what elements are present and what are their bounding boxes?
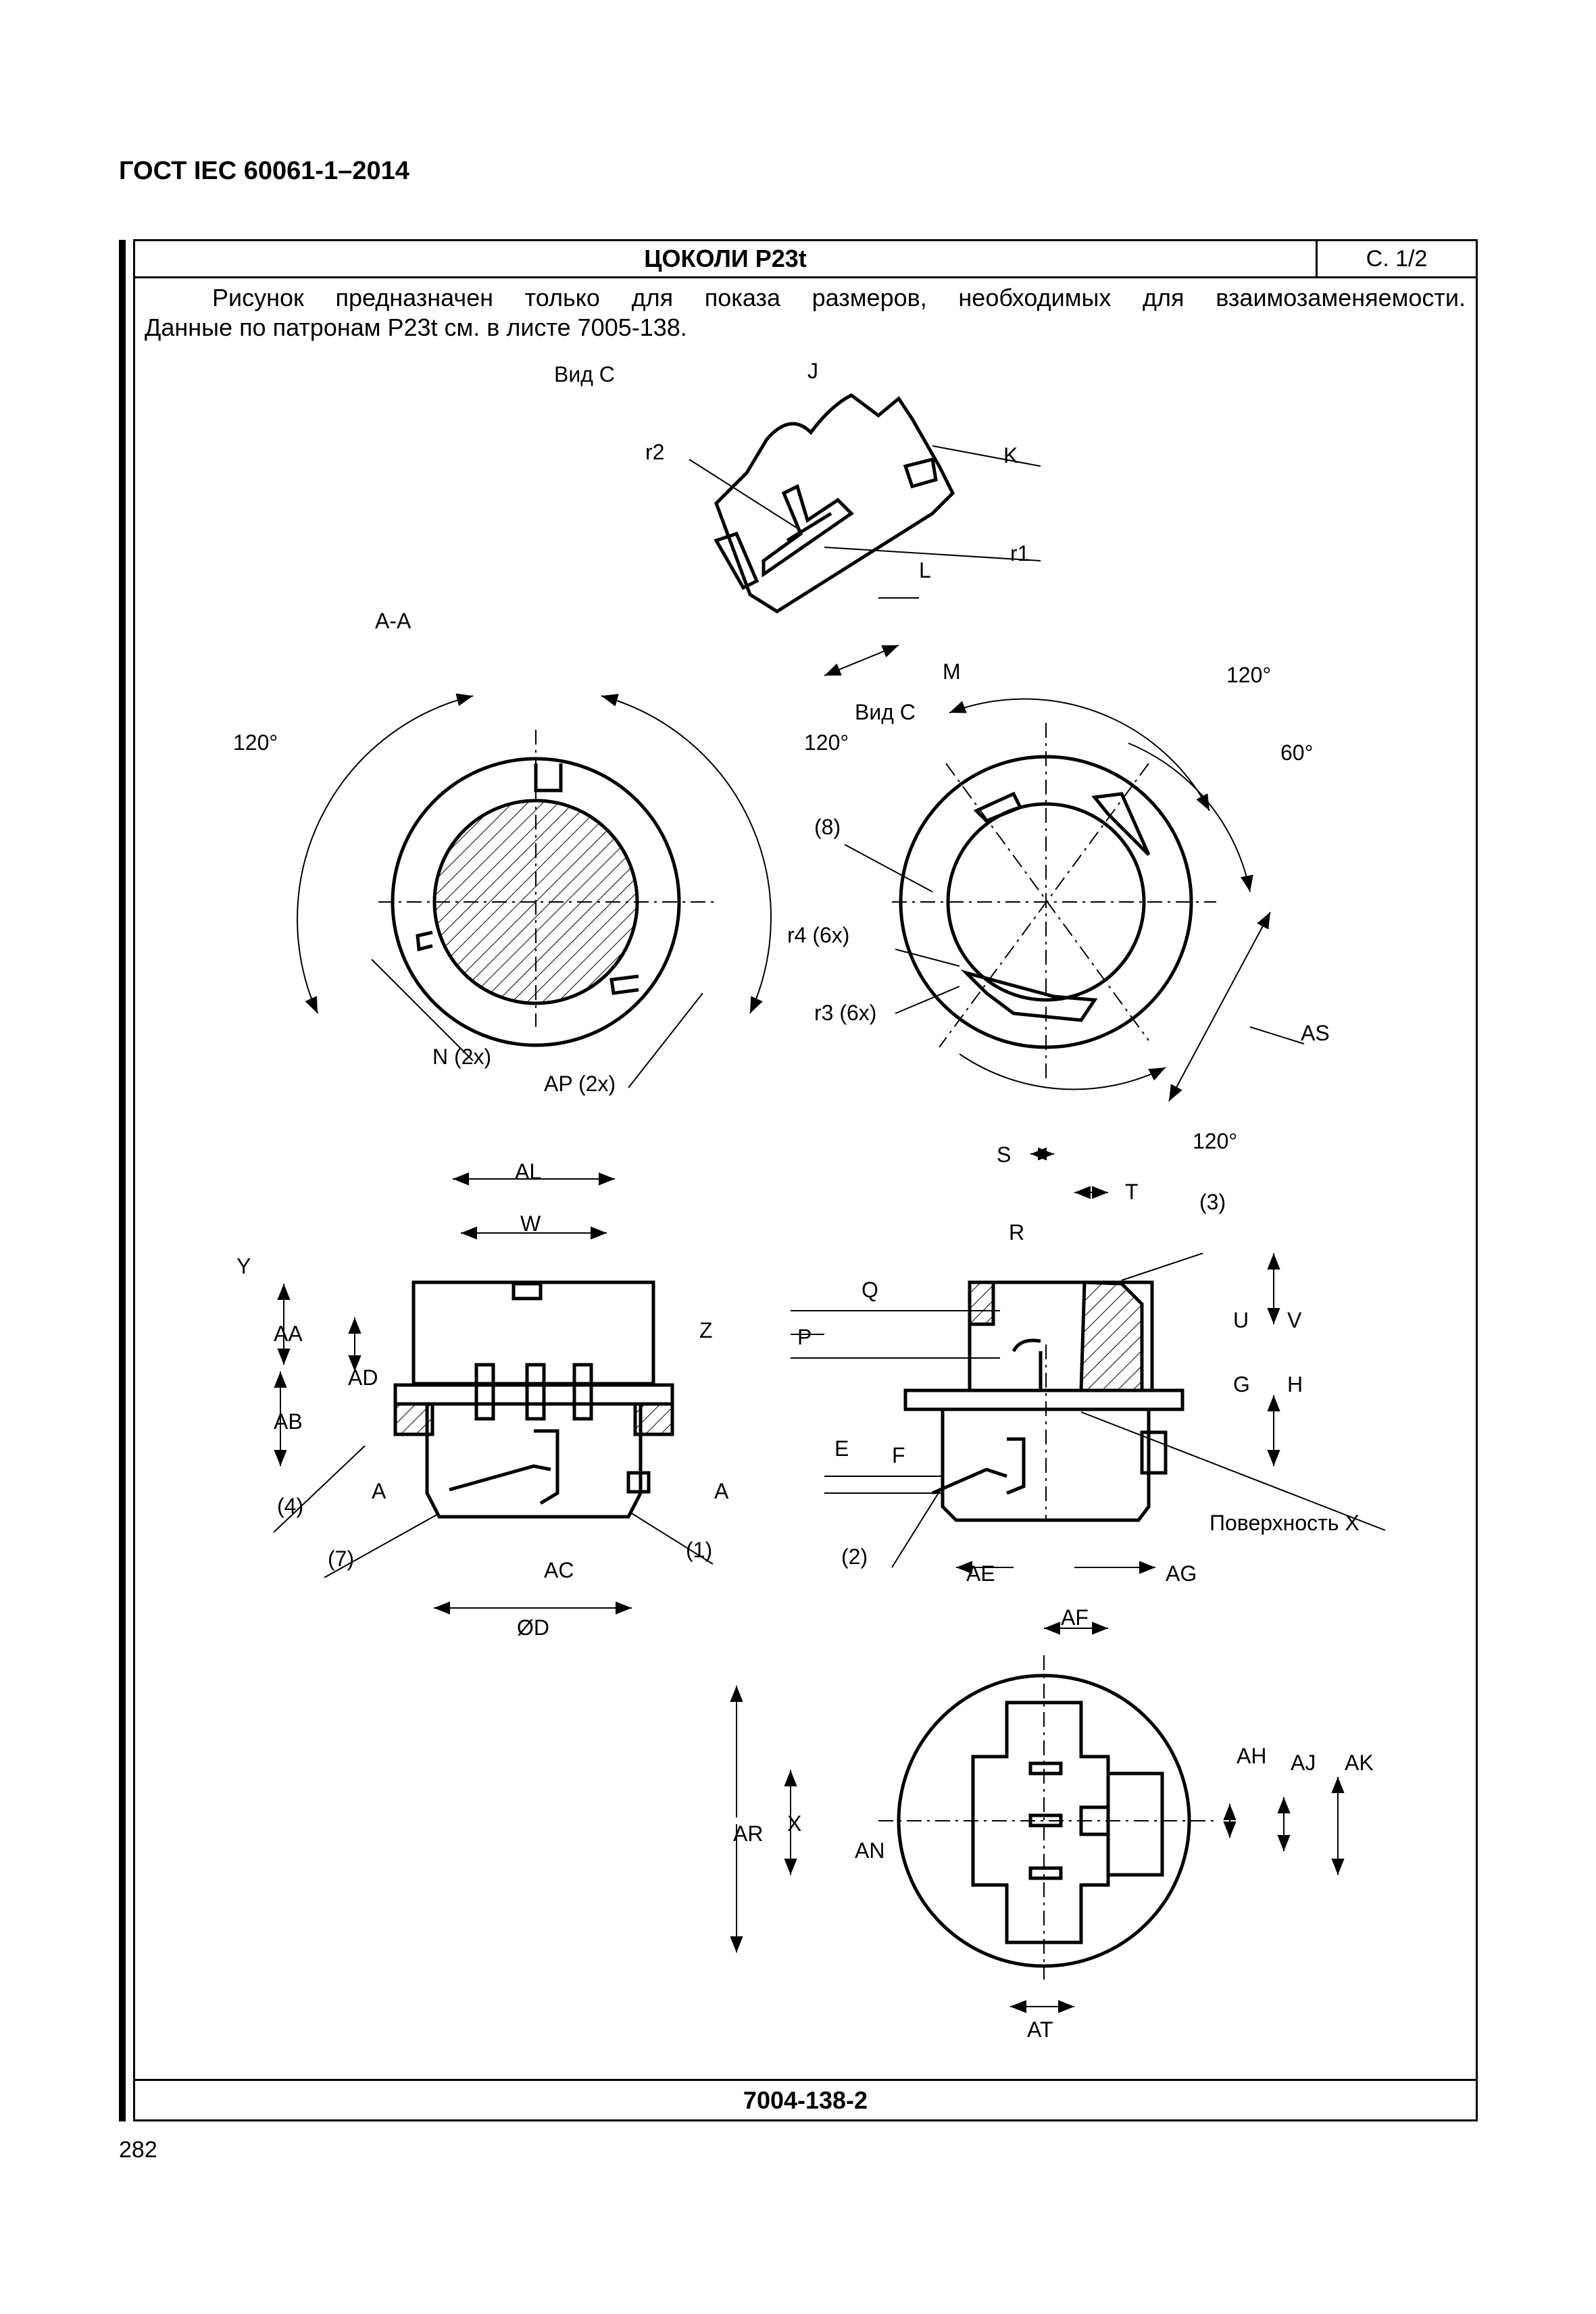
section-marker-a-left: A (372, 1479, 386, 1503)
callout-1: (1) (686, 1538, 712, 1562)
dim-l: L (919, 558, 931, 582)
dim-an: AN (855, 1838, 884, 1863)
page-number: 282 (119, 2137, 157, 2163)
document-header: ГОСТ IEC 60061-1–2014 (119, 157, 409, 185)
callout-3: (3) (1199, 1190, 1226, 1214)
note-line-1: Рисунок предназначен только для показа р… (212, 284, 1466, 311)
dim-ap: AP (2x) (544, 1072, 616, 1096)
view-c-detail (714, 393, 955, 613)
dim-aj: AJ (1291, 1751, 1316, 1775)
radius-r1: r1 (1010, 541, 1029, 565)
dim-h: H (1287, 1372, 1303, 1397)
dim-u: U (1233, 1308, 1249, 1332)
view-c-title: Вид C (554, 362, 615, 386)
dim-ak: AK (1345, 1751, 1374, 1775)
dim-k: K (1003, 443, 1018, 468)
callout-8: (8) (814, 815, 841, 839)
dim-g: G (1233, 1372, 1250, 1397)
dim-ab: AB (274, 1409, 303, 1434)
dim-al: AL (515, 1159, 541, 1184)
surface-x-label: Поверхность X (1210, 1511, 1360, 1535)
dim-v: V (1287, 1308, 1302, 1332)
dim-n: N (2x) (432, 1045, 491, 1069)
dim-d: ØD (517, 1615, 549, 1640)
dim-z: Z (699, 1318, 713, 1342)
dim-ag: AG (1166, 1561, 1197, 1586)
angle-120-right-top: 120° (1226, 663, 1271, 687)
radius-r2: r2 (645, 440, 664, 464)
dim-m: M (943, 659, 961, 684)
dim-x: X (787, 1811, 801, 1836)
dim-f: F (892, 1443, 905, 1467)
note-line-2: Данные по патронам P23t см. в листе 7005… (145, 313, 687, 341)
radius-r4: r4 (6x) (787, 923, 849, 947)
dim-aa: AA (274, 1322, 303, 1346)
section-marker-a-right: A (714, 1479, 729, 1503)
radius-r3: r3 (6x) (814, 1001, 876, 1025)
view-c-arrow-label: Вид C (855, 700, 916, 724)
angle-120-right-bot: 120° (1193, 1129, 1237, 1153)
dim-y: Y (236, 1254, 251, 1278)
callout-4: (4) (277, 1494, 303, 1518)
dim-ae: AE (966, 1561, 995, 1586)
front-elevation (393, 1280, 674, 1519)
sheet-note: Рисунок предназначен только для показа р… (145, 283, 1466, 343)
dim-j: J (807, 359, 818, 383)
revision-bar (119, 240, 126, 2121)
drawing-sheet-frame: ЦОКОЛИ P23t С. 1/2 Рисунок предназначен … (133, 239, 1478, 2121)
dim-e: E (834, 1436, 849, 1461)
callout-7: (7) (328, 1546, 354, 1571)
side-elevation (903, 1280, 1184, 1522)
dim-r: R (1009, 1220, 1024, 1244)
dim-at: AT (1027, 2017, 1053, 2042)
callout-2: (2) (841, 1544, 868, 1569)
dim-af: AF (1061, 1605, 1089, 1630)
dim-ac: AC (544, 1558, 574, 1582)
dim-p: P (797, 1325, 812, 1349)
angle-120-mid: 120° (804, 730, 849, 755)
dim-ad: AD (348, 1365, 378, 1390)
dim-ah: AH (1237, 1744, 1266, 1768)
sheet-code: 7004-138-2 (743, 2086, 868, 2114)
sheet-page: С. 1/2 (1366, 246, 1428, 272)
section-title: A-A (375, 609, 412, 633)
dim-as: AS (1301, 1021, 1330, 1045)
dim-s: S (997, 1142, 1011, 1167)
dim-ar: AR (733, 1821, 763, 1846)
title-row: ЦОКОЛИ P23t С. 1/2 (135, 241, 1476, 278)
footer-row: 7004-138-2 (135, 2079, 1476, 2119)
dim-q: Q (862, 1278, 878, 1302)
angle-120-left: 120° (233, 730, 278, 755)
dim-w: W (520, 1211, 541, 1236)
dim-t: T (1125, 1180, 1139, 1204)
sheet-title: ЦОКОЛИ P23t (135, 241, 1318, 276)
angle-60: 60° (1280, 740, 1313, 765)
drawing-labels: Вид C J r2 K r1 L M A-A Вид C 120° 120° … (233, 359, 1374, 2042)
